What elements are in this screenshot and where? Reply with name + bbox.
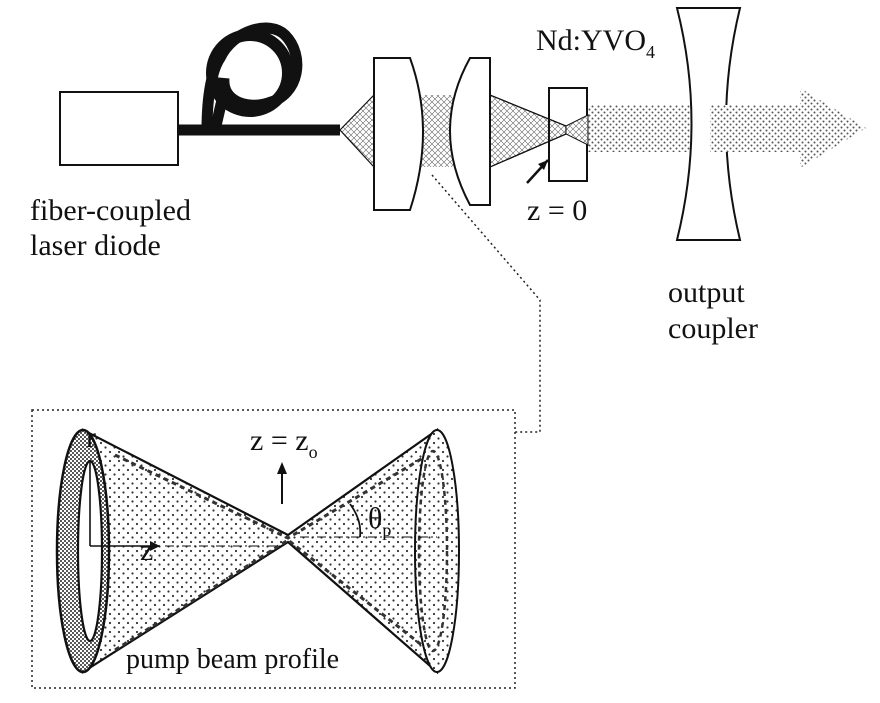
fiber-loop xyxy=(206,29,294,117)
output-coupler-mirror xyxy=(675,7,742,241)
beam-end-right xyxy=(414,429,460,673)
z0-label: z = 0 xyxy=(527,194,587,227)
waist-label: z = zo xyxy=(250,424,318,462)
pump-cone-diverging xyxy=(339,93,375,169)
theta-label: θp xyxy=(368,502,391,540)
beam-profile-inner-boundary xyxy=(114,453,429,652)
crystal-label: Nd:YVO4 xyxy=(536,24,655,62)
coupler-label-line2: coupler xyxy=(668,312,758,345)
pump-cone-converging xyxy=(489,94,567,168)
r-label: r xyxy=(86,421,96,454)
lens-2 xyxy=(449,57,491,206)
lens-1 xyxy=(373,57,424,211)
z-label: z xyxy=(140,534,153,567)
theta-arc xyxy=(349,503,362,538)
crystal-pump-spot xyxy=(565,114,589,146)
inset-leader-line xyxy=(431,174,541,433)
diode-label-line1: fiber-coupled xyxy=(30,194,191,227)
inset-caption: pump beam profile xyxy=(126,644,339,675)
beam-axis xyxy=(165,536,437,547)
laser-diode-box xyxy=(59,91,179,166)
coupler-label-line1: output xyxy=(668,276,745,309)
diode-label-line2: laser diode xyxy=(30,229,161,262)
